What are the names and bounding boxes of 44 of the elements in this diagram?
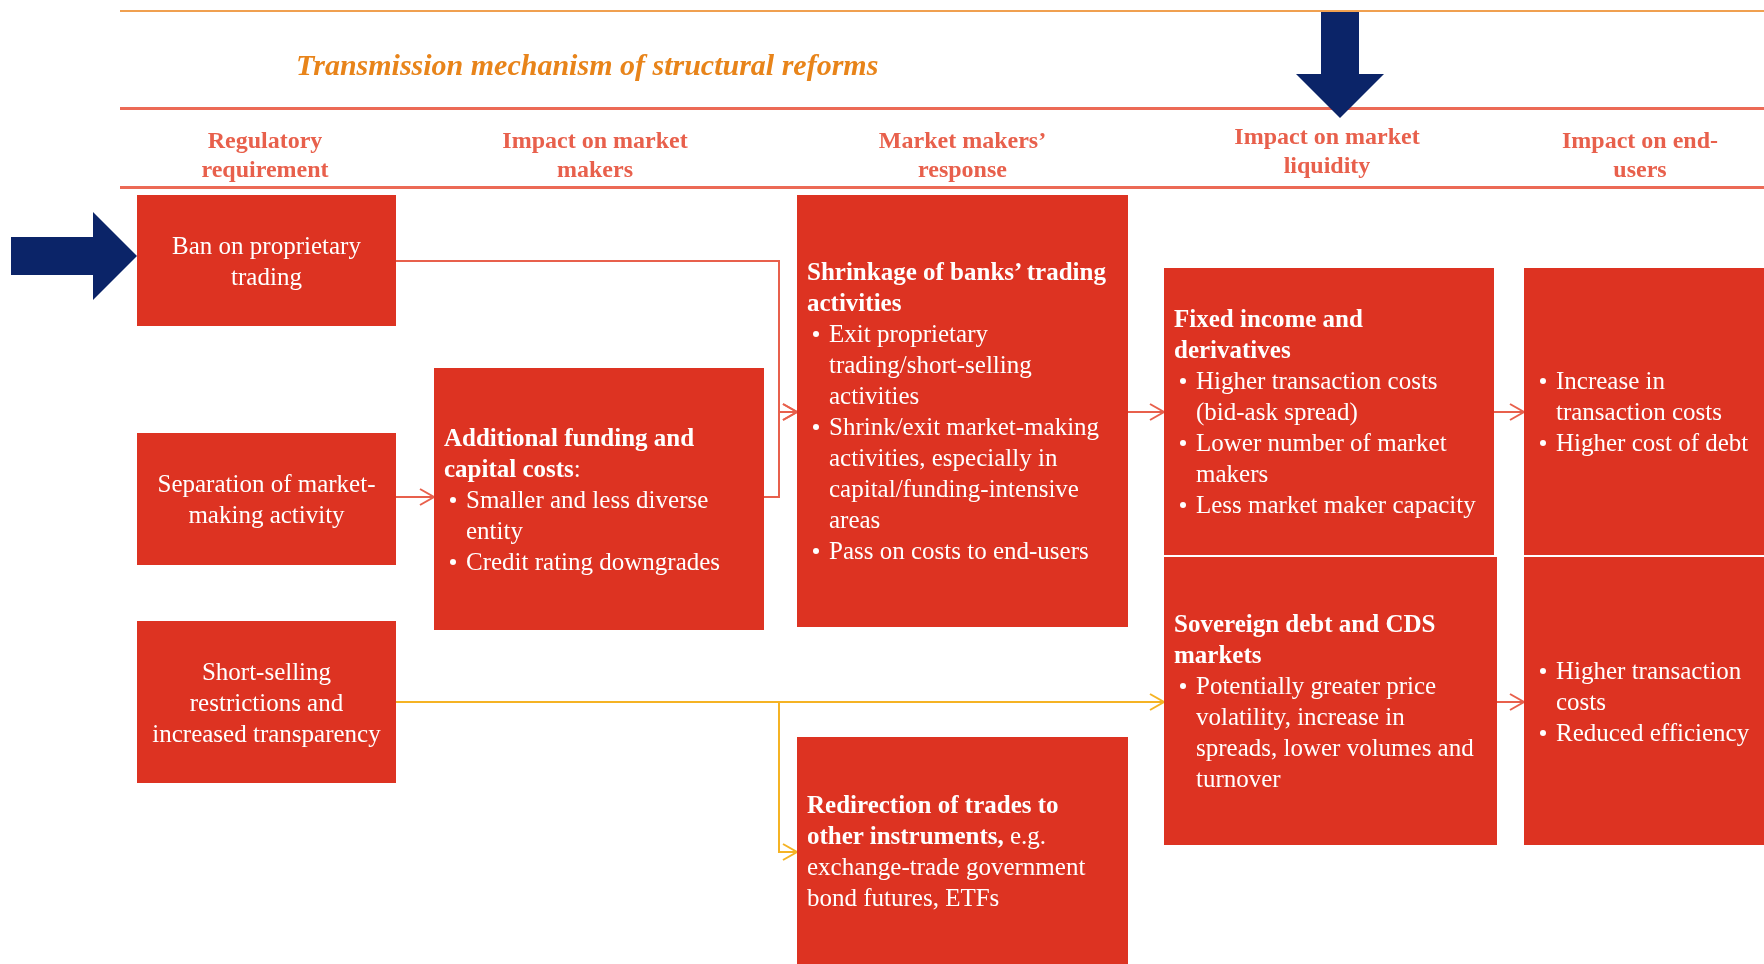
diagram-title: Transmission mechanism of structural reforms [296,48,879,82]
box-heading: Fixed income and derivatives [1174,304,1364,365]
arrow [395,488,435,506]
process-box [1164,268,1494,555]
process-box [137,621,396,783]
bullet-item: Smaller and less diverse entity [466,485,709,544]
bullet-item: Shrink/exit market-making activities, especially in capital/funding-intensive areas [829,413,1100,533]
bullet-item: Increase in transaction costs [1556,367,1722,425]
bullet-item: Credit rating downgrades [466,547,721,575]
bullet-item: Reduced efficiency [1556,718,1750,746]
process-box [434,368,764,630]
process-box [137,195,396,326]
pointer-arrow [11,212,137,300]
process-box [1164,557,1497,845]
box-heading: Shrinkage of banks’ trading activities [807,257,1107,318]
bullet-item: Higher transaction costs (bid-ask spread) [1196,367,1438,425]
bullet-item: Less market maker capacity [1196,491,1476,518]
column-header: Impact on market makers [501,126,689,184]
arrow [1493,403,1525,421]
box-heading: Sovereign debt and CDS markets [1174,609,1437,670]
arrow [1127,403,1165,421]
box-text: Separation of market-making activity [156,469,377,530]
box-text: Ban on proprietary trading [171,230,362,292]
process-box [797,195,1128,627]
bullet-item: Pass on costs to end-users [829,537,1089,564]
process-box [1524,557,1764,845]
box-text: Short-selling restrictions and increased transparency [151,656,382,749]
box-heading: Redirection of trades to other instruments, e.g. exchange-trade government bond futures, ETFs [807,789,1087,913]
column-header: Regulatory requirement [200,126,330,184]
bullet-item: Potentially greater price volatility, increase in spreads, lower volumes and turnover [1196,672,1474,792]
bullet-item: Higher cost of debt [1556,429,1749,456]
pointer-arrow [1296,12,1384,118]
column-header: Market makers’ response [877,126,1048,184]
process-box [137,433,396,565]
bullet-item: Exit proprietary trading/short-selling activities [829,320,1032,409]
box-heading: Additional funding and capital costs: [444,422,696,484]
bullet-item: Lower number of market makers [1196,429,1447,487]
column-header: Impact on market liquidity [1233,122,1421,180]
process-box [1524,268,1764,555]
column-header: Impact on end-users [1561,126,1719,184]
process-box [797,737,1128,964]
arrow [763,403,798,498]
arrow [1496,693,1525,711]
bullet-item: Higher transaction costs [1556,656,1742,715]
